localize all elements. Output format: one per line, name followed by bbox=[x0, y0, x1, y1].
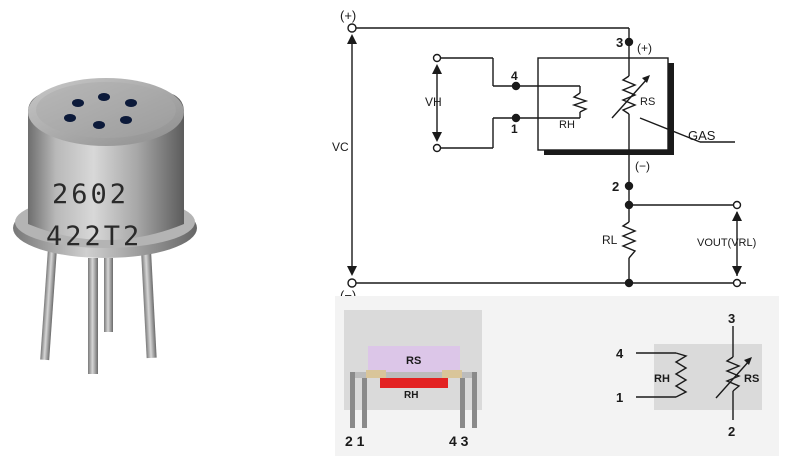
symbol-pin1: 1 bbox=[616, 390, 623, 405]
symbol-pin2: 2 bbox=[728, 424, 735, 439]
rs-resistor bbox=[621, 75, 637, 115]
symbol-rh-resistor bbox=[674, 352, 688, 398]
pin-leg bbox=[40, 247, 57, 361]
sensor-can-top bbox=[28, 78, 184, 146]
label-rl: RL bbox=[602, 233, 618, 247]
symbol-rs-resistor bbox=[725, 356, 741, 392]
terminal-minus bbox=[347, 278, 357, 288]
pin-leg bbox=[88, 258, 98, 374]
rh-resistor bbox=[571, 92, 589, 113]
label-plus: (+) bbox=[340, 8, 356, 23]
symbol-shade bbox=[654, 344, 762, 410]
label-vout: VOUT(VRL) bbox=[697, 237, 756, 249]
rh-heater-block bbox=[380, 378, 448, 388]
circuit-labels: (+) (−) VC VH RH RS RL GAS VOUT(VRL) 3 (… bbox=[332, 8, 756, 303]
symbol-pin4: 4 bbox=[616, 346, 624, 361]
pin-leg bbox=[104, 258, 113, 332]
symbol-rs-label: RS bbox=[744, 373, 759, 385]
sensor-marking-line2: 422T2 bbox=[46, 221, 142, 252]
sensor-element-box bbox=[537, 57, 669, 151]
label-pin4: 4 bbox=[511, 69, 518, 83]
label-pin2: 2 bbox=[612, 179, 619, 194]
terminal-plus bbox=[347, 23, 357, 33]
pin-leg bbox=[141, 249, 157, 359]
symbol-rs-arrow bbox=[715, 359, 751, 399]
label-vh: VH bbox=[425, 95, 442, 109]
structure-pins-left: 2 1 bbox=[345, 433, 365, 449]
gas-pointer bbox=[639, 117, 701, 143]
structure-rs-label: RS bbox=[406, 355, 421, 367]
rl-resistor bbox=[621, 221, 637, 259]
symbol-pin3: 3 bbox=[728, 311, 735, 326]
structure-rh-label: RH bbox=[404, 390, 418, 401]
label-pin2-minus: (−) bbox=[635, 159, 650, 173]
rs-sensing-block bbox=[368, 346, 460, 372]
label-vc: VC bbox=[332, 140, 349, 154]
measurement-circuit bbox=[347, 23, 746, 288]
rs-variable-arrow bbox=[611, 77, 649, 119]
label-gas: GAS bbox=[688, 128, 716, 143]
label-pin3-plus: (+) bbox=[637, 41, 652, 55]
structure-panel: RS RH 2 1 4 3 3 4 1 2 R bbox=[335, 296, 779, 456]
label-rs: RS bbox=[640, 96, 655, 108]
label-pin1: 1 bbox=[511, 122, 518, 136]
symbol-rh-label: RH bbox=[654, 373, 670, 385]
sensor-photo: 2602 422T2 bbox=[13, 78, 197, 374]
vent-holes bbox=[64, 93, 137, 129]
sensor-marking-line1: 2602 bbox=[52, 179, 129, 210]
label-rh: RH bbox=[559, 119, 575, 131]
structure-pins-right: 4 3 bbox=[449, 433, 469, 449]
structure-pins bbox=[350, 372, 477, 428]
label-pin3: 3 bbox=[616, 35, 623, 50]
